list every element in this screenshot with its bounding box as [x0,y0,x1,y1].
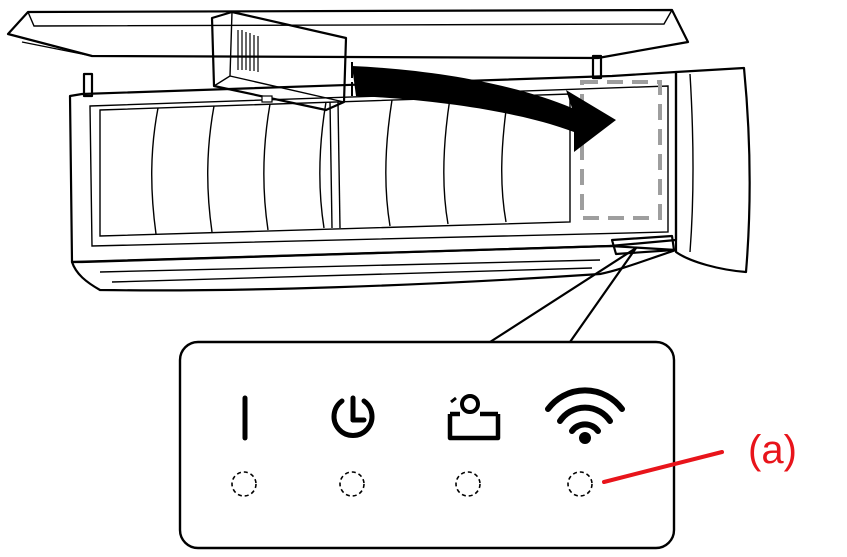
hinge-pin-left [82,72,94,98]
timer-indicator-icon [331,395,375,438]
filter-module-indicator-led [455,471,481,497]
display-panel [610,234,676,256]
callout-leader [488,246,638,344]
front-panel-lid [6,8,690,60]
filter-module-indicator-icon [447,394,501,441]
timer-indicator-led [339,471,365,497]
power-indicator-led [231,471,257,497]
wifi-indicator-icon [545,387,625,444]
indicator-panel-zoom [178,340,676,550]
module-slot-outline [580,80,662,220]
unit-body [68,70,678,264]
module-vent-lines [237,30,259,72]
callout-pointer-a [602,450,724,484]
airflow-louver [70,244,678,292]
hinge-pin-right [591,54,603,80]
wifi-indicator-led [567,471,593,497]
air-filter [151,95,509,235]
insertion-arrow-icon [351,62,616,152]
callout-label-a: (a) [748,428,797,472]
wifi-module [210,10,348,112]
unit-end-cap [674,66,751,274]
